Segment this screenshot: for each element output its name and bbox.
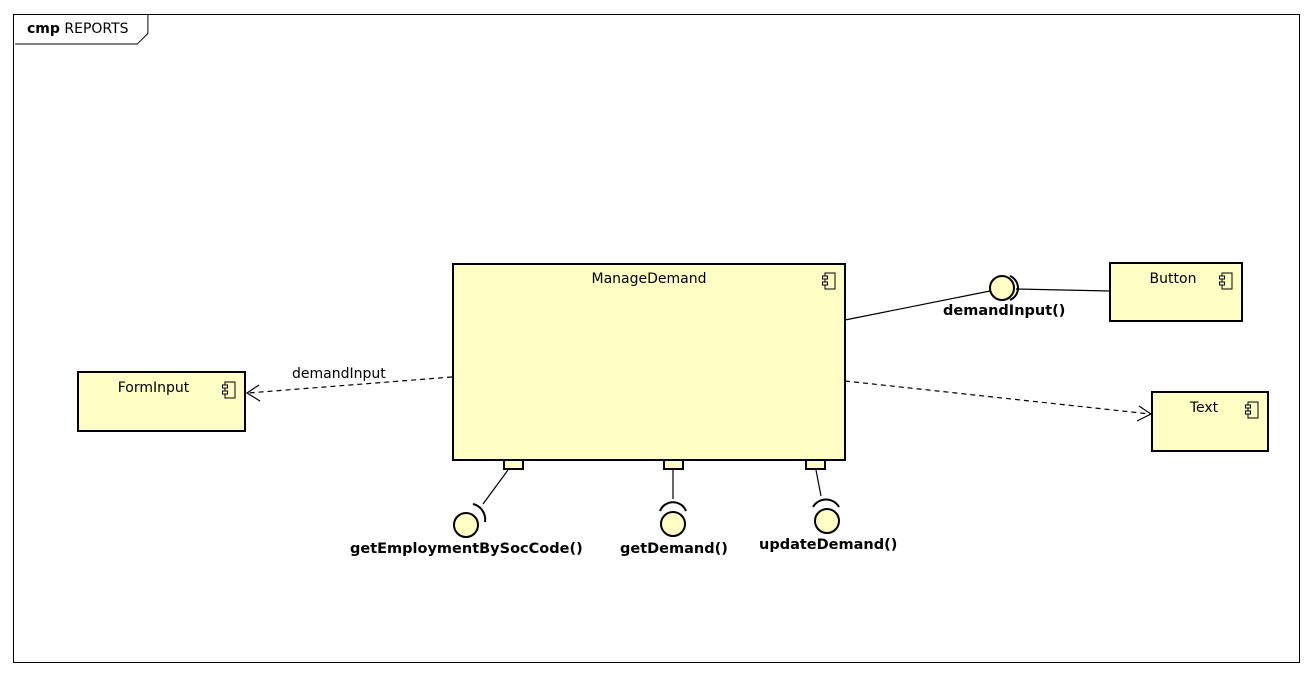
assembly-line-right [1015, 288, 1111, 292]
frame-name: REPORTS [64, 21, 129, 37]
interface-label-getemployment: getEmploymentBySocCode() [350, 541, 583, 557]
component-name: ManageDemand [591, 271, 707, 287]
interface-label-getdemand: getDemand() [620, 541, 728, 557]
interface-socket-demandinput [1009, 275, 1019, 301]
interface-label-updatedemand: updateDemand() [759, 537, 898, 553]
component-text[interactable]: Text [1151, 391, 1269, 452]
component-name: Button [1149, 271, 1197, 287]
assembly-line-left [844, 290, 991, 321]
component-icon [222, 381, 236, 399]
component-icon [1245, 401, 1259, 419]
diagram-frame [13, 14, 1300, 663]
interface-socket-getdemand [659, 501, 687, 512]
component-button[interactable]: Button [1109, 262, 1243, 322]
dependency-line-forminput [247, 376, 453, 394]
component-name: Text [1189, 400, 1219, 416]
frame-kind: cmp [27, 21, 60, 37]
component-icon [1219, 272, 1233, 290]
interface-ball-updatedemand [814, 508, 840, 534]
component-name: FormInput [117, 380, 190, 396]
interface-ball-demandinput [989, 275, 1015, 301]
component-forminput[interactable]: FormInput [77, 371, 246, 432]
interface-socket-getemployment [472, 503, 487, 523]
interface-socket-updatedemand [812, 498, 840, 508]
frame-title: cmp REPORTS [27, 21, 129, 37]
dependency-line-text [844, 380, 1151, 415]
dependency-label-forminput: demandInput [292, 366, 386, 382]
dependency-arrowhead-forminput [245, 384, 261, 402]
interface-label-demandinput: demandInput() [943, 303, 1066, 319]
component-managedemand[interactable]: ManageDemand [452, 263, 846, 461]
interface-ball-getemployment [453, 512, 479, 538]
interface-ball-getdemand [660, 511, 686, 537]
component-icon [822, 272, 836, 290]
frame-tab [15, 14, 149, 45]
